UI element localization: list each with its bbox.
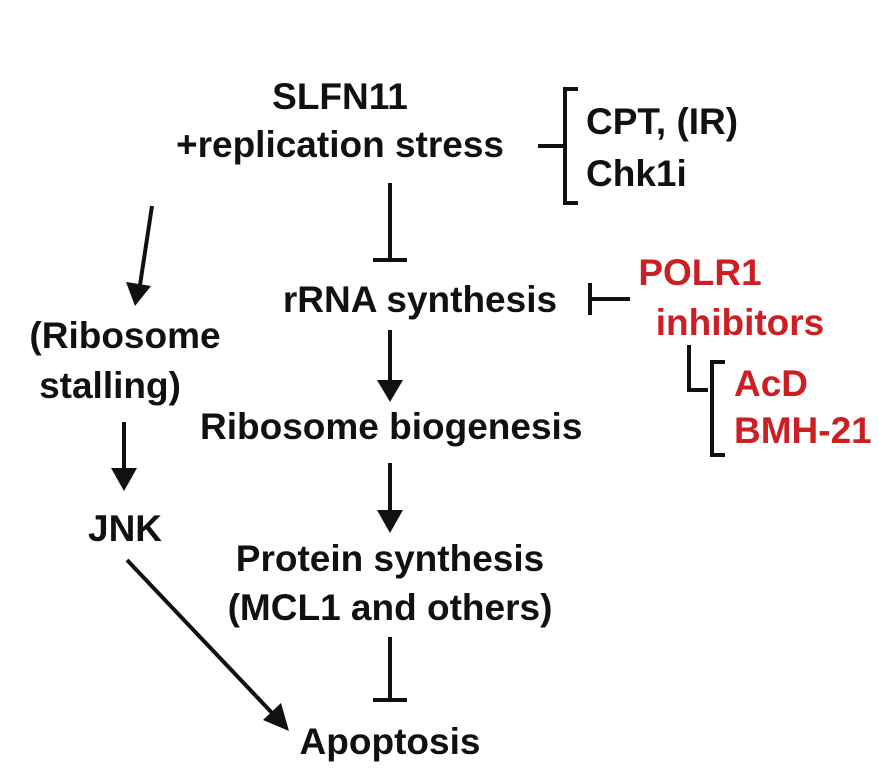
apoptosis-label: Apoptosis [299, 721, 481, 762]
arrowhead-biogenesis-protein [377, 510, 403, 533]
bracket-acd-bmh21 [710, 360, 725, 457]
ribosome-stalling-label-line2: stalling) [39, 365, 181, 406]
bmh21-label: BMH-21 [734, 410, 872, 451]
cpt-ir-label: CPT, (IR) [586, 101, 739, 142]
ribosome-biogenesis-label: Ribosome biogenesis [200, 406, 583, 447]
inhibitors-label: inhibitors [655, 302, 825, 343]
slfn11-label: SLFN11 [272, 76, 408, 117]
arrowhead-jnk-apoptosis [263, 703, 289, 731]
arrowhead-slfn11-stalling [126, 282, 151, 306]
mcl1-others-label: (MCL1 and others) [227, 587, 553, 628]
bracket-cpt-chk1i [563, 87, 578, 205]
chk1i-label: Chk1i [586, 153, 687, 194]
arrowhead-rrna-biogenesis [377, 380, 403, 402]
acd-label: AcD [734, 363, 809, 404]
connector-polr1-agents [687, 345, 708, 392]
polr1-label: POLR1 [638, 252, 762, 293]
arrow-line-jnk-apoptosis [125, 558, 276, 717]
ribosome-stalling-label-line1: (Ribosome [29, 315, 221, 356]
replication-stress-label: +replication stress [175, 124, 504, 165]
rrna-synthesis-label: rRNA synthesis [282, 279, 558, 320]
protein-synthesis-label: Protein synthesis [235, 538, 545, 579]
jnk-label: JNK [88, 508, 163, 549]
arrow-line-slfn11-stalling [138, 205, 154, 286]
arrowhead-stalling-jnk [111, 468, 137, 491]
